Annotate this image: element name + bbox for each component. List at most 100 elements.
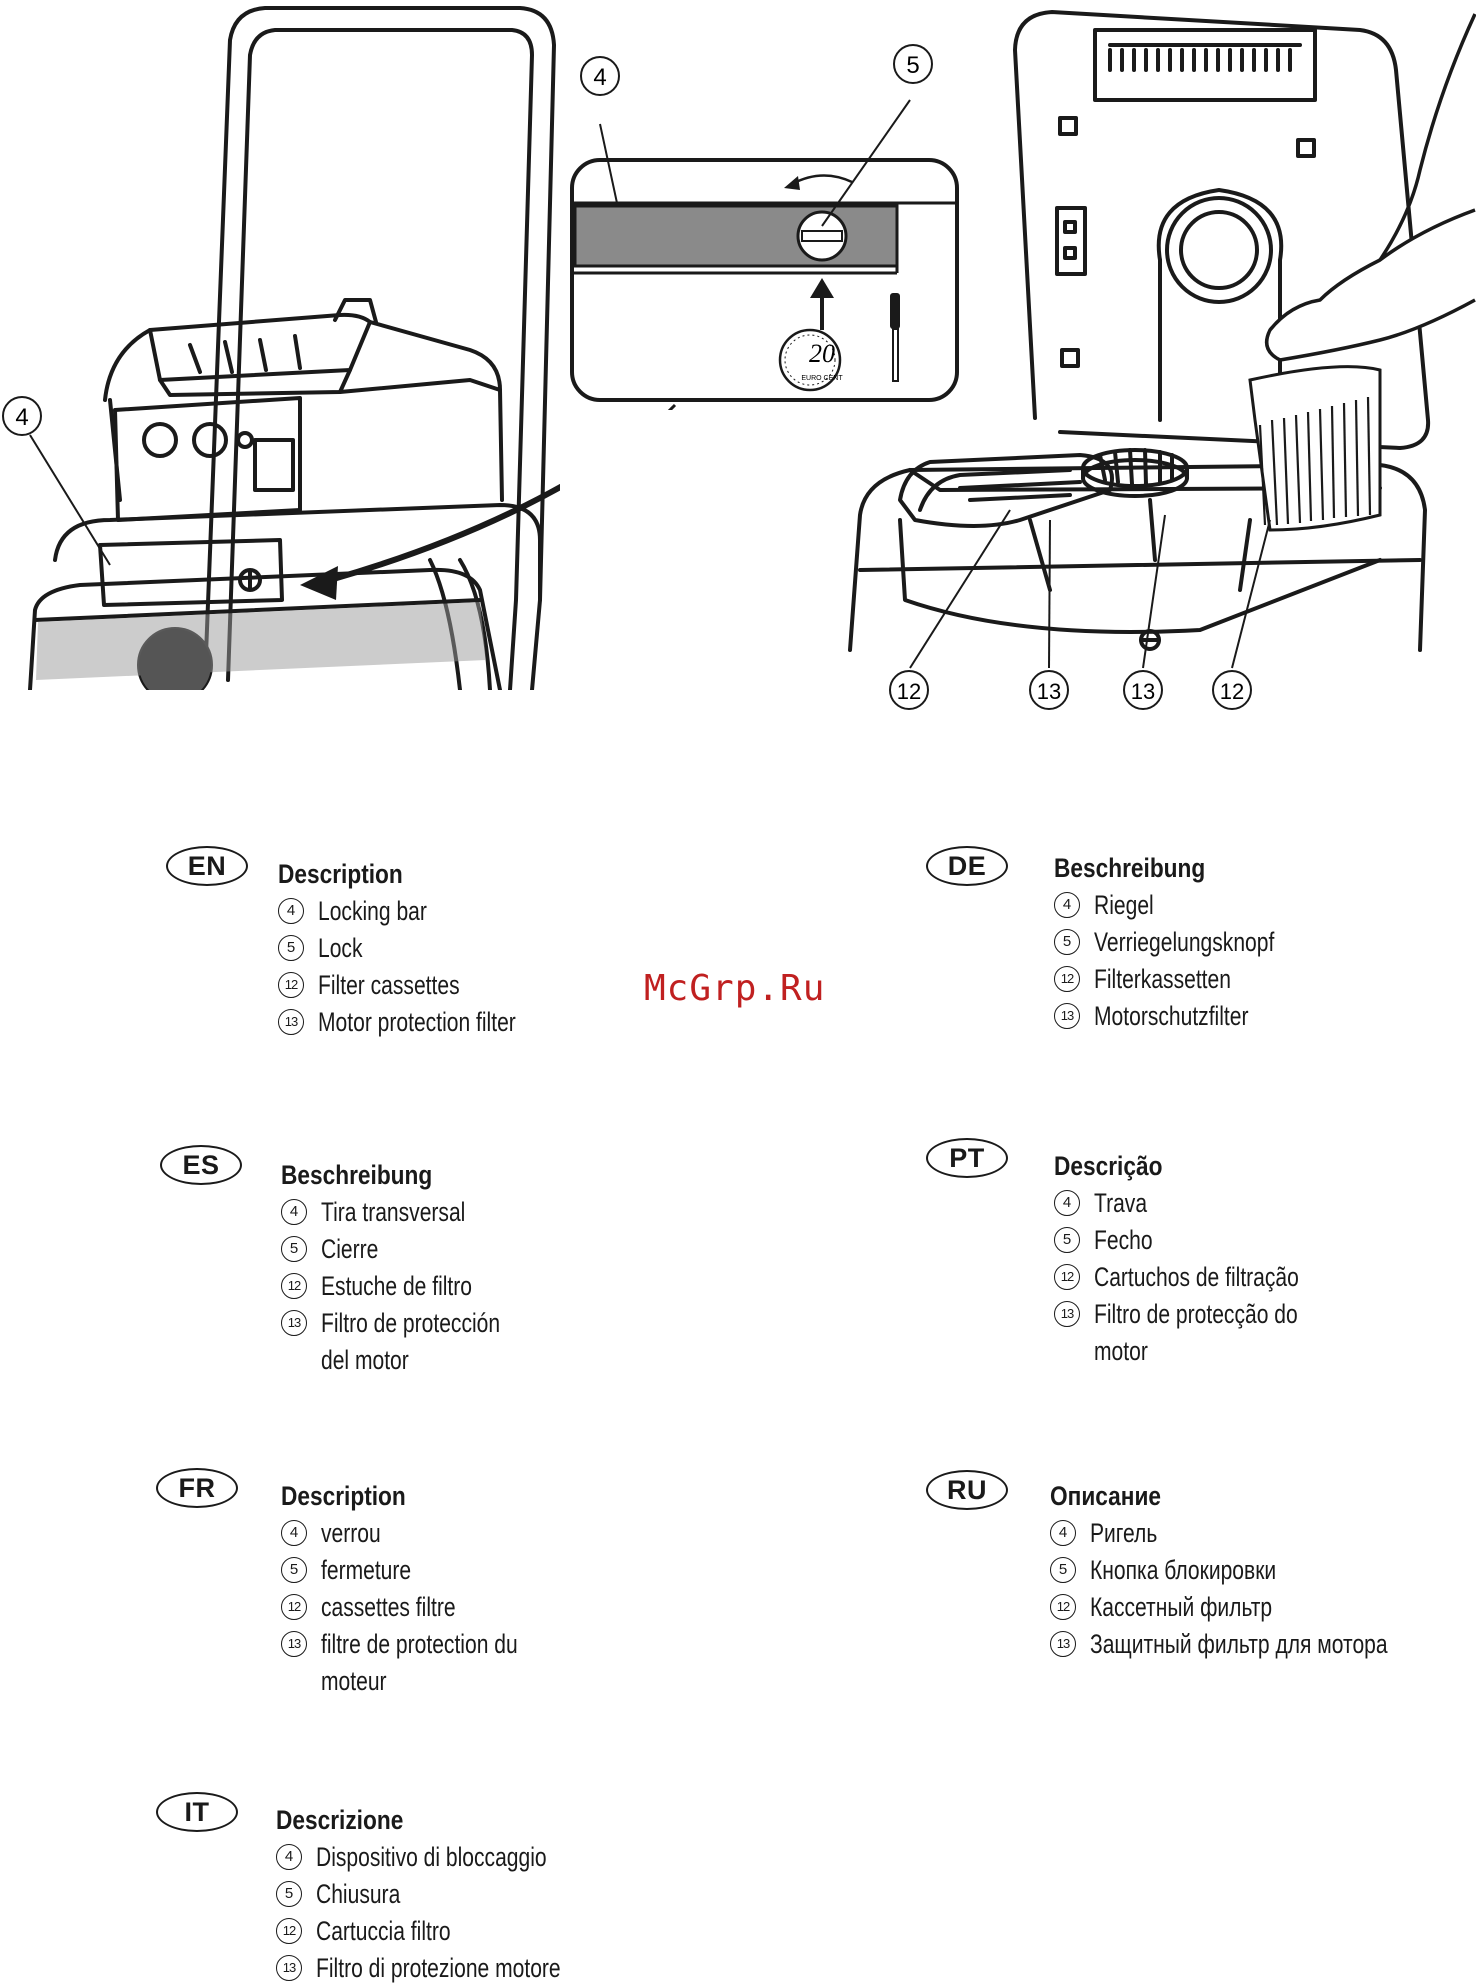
callout-13-right-a: 13: [1029, 670, 1069, 710]
figure-right-filters: 12 13 13 12: [820, 0, 1476, 725]
item-number: 4: [278, 898, 304, 924]
item-text: Filterkassetten: [1094, 964, 1231, 994]
item-number: 12: [1054, 966, 1080, 992]
item-text: Cartuccia filtro: [316, 1916, 451, 1946]
legend-item: 12 Filterkassetten: [1054, 961, 1325, 998]
item-text: Locking bar: [318, 896, 427, 926]
item-text: Motorschutzfilter: [1094, 1001, 1249, 1031]
item-number: 5: [281, 1557, 307, 1583]
callout-12-right-b-label: 12: [1220, 679, 1244, 704]
item-text: Fecho: [1094, 1225, 1153, 1255]
item-text: Cierre: [321, 1234, 379, 1264]
item-text: verrou: [321, 1518, 381, 1548]
callout-4-left-label: 4: [15, 404, 28, 431]
lock-detail-illustration: 20 EURO CENT 4 5: [570, 44, 959, 410]
legend-item: 5 Lock: [278, 930, 572, 967]
legend-item: 5 Chiusura: [276, 1876, 630, 1913]
item-number: 5: [1054, 929, 1080, 955]
callout-5-inset: 5: [893, 44, 933, 84]
callout-4-inset: 4: [580, 56, 620, 96]
callout-13-right-b-label: 13: [1131, 679, 1155, 704]
item-text: fermeture: [321, 1555, 412, 1585]
lang-badge-fr: FR: [156, 1468, 238, 1508]
lang-badge-ru: RU: [926, 1470, 1008, 1510]
section-title-it: Descrizione: [276, 1805, 404, 1835]
item-number: 13: [281, 1310, 307, 1336]
callout-4-inset-label: 4: [593, 64, 606, 91]
lang-badge-es: ES: [160, 1145, 242, 1185]
figure-inset-lock: 20 EURO CENT 4 5: [560, 40, 970, 410]
legend-item: 13 Filtro de protección: [281, 1305, 551, 1342]
item-number: 12: [1050, 1594, 1076, 1620]
item-text: motor: [1094, 1336, 1148, 1366]
item-number: 12: [281, 1273, 307, 1299]
callout-13-right-b: 13: [1123, 670, 1163, 710]
item-number: 5: [1050, 1557, 1076, 1583]
legend-item: 4 Ригель: [1050, 1515, 1472, 1552]
item-text: Filtro di protezione motore: [316, 1953, 561, 1983]
legend-item-continuation: del motor: [281, 1342, 551, 1379]
item-number: 5: [1054, 1227, 1080, 1253]
legend-item: 13 Motor protection filter: [278, 1004, 572, 1041]
item-text: filtre de protection du: [321, 1629, 518, 1659]
lang-badge-de: DE: [926, 846, 1008, 886]
legend-item: 13 Защитный фильтр для мотора: [1050, 1626, 1472, 1663]
legend-item: 5 Кнопка блокировки: [1050, 1552, 1472, 1589]
item-number: 4: [281, 1199, 307, 1225]
vacuum-left-illustration: 4: [2, 6, 560, 690]
item-text: del motor: [321, 1345, 409, 1375]
callout-13-right-a-label: 13: [1037, 679, 1061, 704]
item-number: 13: [281, 1631, 307, 1657]
item-number: 12: [276, 1918, 302, 1944]
legend-item: 5 Verriegelungsknopf: [1054, 924, 1325, 961]
section-title-de: Beschreibung: [1054, 853, 1206, 883]
item-number: 4: [1050, 1520, 1076, 1546]
item-text: Кассетный фильтр: [1090, 1592, 1273, 1622]
legend-item: 12 Кассетный фильтр: [1050, 1589, 1472, 1626]
lang-badge-it: IT: [156, 1792, 238, 1832]
legend-item: 12 Cartuccia filtro: [276, 1913, 630, 1950]
item-text: Filtro de protección: [321, 1308, 501, 1338]
item-number: 13: [276, 1955, 302, 1981]
item-number: 13: [1050, 1631, 1076, 1657]
item-number: 5: [276, 1881, 302, 1907]
item-text: Riegel: [1094, 890, 1154, 920]
legend-item: 12 Estuche de filtro: [281, 1268, 551, 1305]
item-text: Verriegelungsknopf: [1094, 927, 1275, 957]
item-number: 4: [276, 1844, 302, 1870]
legend-item-continuation: moteur: [281, 1663, 573, 1700]
section-title-pt: Descrição: [1054, 1151, 1163, 1181]
item-number: 4: [1054, 1190, 1080, 1216]
item-number: 13: [278, 1009, 304, 1035]
legend-item: 4 Riegel: [1054, 887, 1325, 924]
filter-change-illustration: 12 13 13 12: [848, 10, 1476, 710]
section-title-es: Beschreibung: [281, 1160, 433, 1190]
item-text: Ригель: [1090, 1518, 1158, 1548]
item-number: 12: [1054, 1264, 1080, 1290]
legend-item: 12 Filter cassettes: [278, 967, 572, 1004]
item-text: Estuche de filtro: [321, 1271, 473, 1301]
item-text: Защитный фильтр для мотора: [1090, 1629, 1388, 1659]
lang-badge-pt: PT: [926, 1138, 1008, 1178]
legend-item: 4 Locking bar: [278, 893, 572, 930]
section-title-ru: Описание: [1050, 1481, 1162, 1511]
item-text: Filter cassettes: [318, 970, 460, 1000]
item-number: 12: [278, 972, 304, 998]
item-text: Chiusura: [316, 1879, 401, 1909]
item-text: Motor protection filter: [318, 1007, 516, 1037]
item-text: Filtro de protecção do: [1094, 1299, 1298, 1329]
callout-5-inset-label: 5: [906, 52, 919, 79]
item-text: Lock: [318, 933, 363, 963]
callout-12-right-a-label: 12: [897, 679, 921, 704]
item-number: 4: [1054, 892, 1080, 918]
watermark-text: McGrp.Ru: [644, 968, 826, 1009]
item-text: Кнопка блокировки: [1090, 1555, 1277, 1585]
item-number: 5: [278, 935, 304, 961]
